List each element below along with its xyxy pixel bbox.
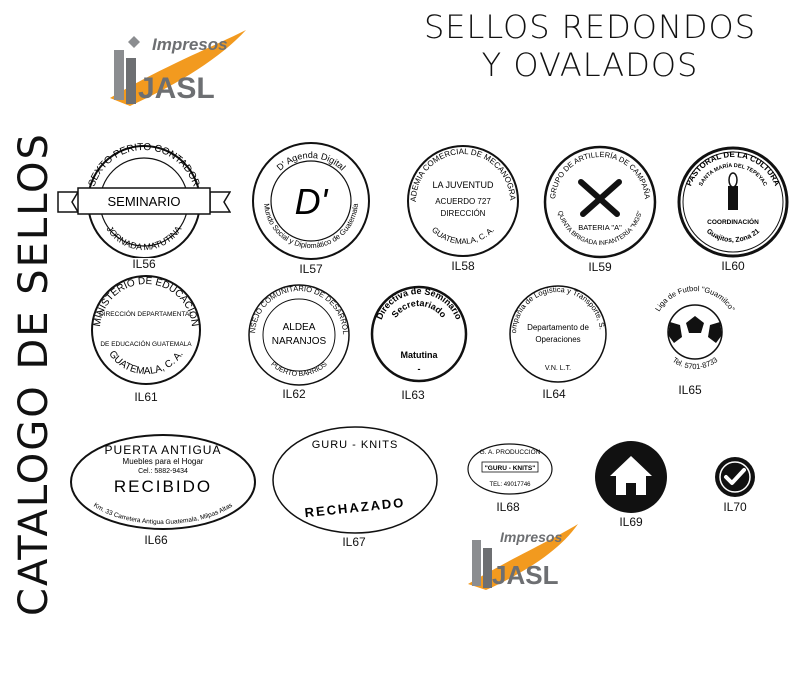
stamp-code-label: IL58 <box>451 259 475 273</box>
stamp-il62: CONSEJO COMUNITARIO DE DESARROLLO ALDEA … <box>246 284 350 386</box>
svg-text:G. A. PRODUCCIÓN: G. A. PRODUCCIÓN <box>480 447 541 456</box>
svg-text:Guajitos, Zona 21: Guajitos, Zona 21 <box>705 228 761 244</box>
svg-text:Departamento de: Departamento de <box>527 323 589 332</box>
svg-text:JASL: JASL <box>138 72 215 105</box>
svg-text:-: - <box>418 364 421 374</box>
stamp-code-label: IL57 <box>299 262 323 276</box>
svg-text:JORNADA MATUTINA: JORNADA MATUTINA <box>105 224 184 252</box>
stamp-il56: SEXTO PERITO CONTADOR SEMINARIO JORNADA … <box>57 142 231 258</box>
svg-text:Operaciones: Operaciones <box>535 335 580 344</box>
stamp-il67: GURU - KNITS RECHAZADO <box>272 426 438 534</box>
svg-text:ACADEMIA COMERCIAL DE MECANOGR: ACADEMIA COMERCIAL DE MECANOGRAFÍA <box>404 144 517 202</box>
svg-text:ACUERDO 727: ACUERDO 727 <box>435 197 491 206</box>
svg-text:SEMINARIO: SEMINARIO <box>108 194 181 209</box>
stamp-code-label: IL60 <box>721 259 745 273</box>
brand-logo-bottom: Impresos JASL <box>468 524 578 590</box>
stamp-code-label: IL64 <box>542 387 566 401</box>
stamp-il68: G. A. PRODUCCIÓN "GURU - KNITS" TEL: 490… <box>467 443 553 495</box>
stamp-il70 <box>715 457 755 497</box>
stamp-il69 <box>595 441 667 513</box>
svg-text:DE EDUCACIÓN GUATEMALA: DE EDUCACIÓN GUATEMALA <box>100 339 192 348</box>
svg-text:PUERTA ANTIGUA: PUERTA ANTIGUA <box>105 443 222 457</box>
stamp-il65: Liga de Futbol "Guamilco" Tel. 5701-8733 <box>653 284 737 371</box>
svg-text:Impresos: Impresos <box>152 35 228 54</box>
stamp-il58: ACADEMIA COMERCIAL DE MECANOGRAFÍA LA JU… <box>404 144 519 257</box>
svg-text:"GURU - KNITS": "GURU - KNITS" <box>485 465 536 472</box>
stamp-code-label: IL61 <box>134 390 158 404</box>
svg-text:MINISTERIO DE EDUCACIÓN: MINISTERIO DE EDUCACIÓN <box>92 276 201 327</box>
svg-text:ALDEA: ALDEA <box>283 322 316 333</box>
stamp-il59: GRUPO DE ARTILLERÍA DE CAMPAÑA BATERIA "… <box>543 145 657 259</box>
svg-text:GUATEMALA, C. A.: GUATEMALA, C. A. <box>106 349 185 377</box>
svg-text:Impresos: Impresos <box>500 529 562 545</box>
svg-text:LA JUVENTUD: LA JUVENTUD <box>432 180 494 190</box>
stamp-code-label: IL70 <box>723 500 747 514</box>
stamp-code-label: IL62 <box>282 387 306 401</box>
svg-text:V.N. L.T.: V.N. L.T. <box>545 365 571 372</box>
svg-text:NARANJOS: NARANJOS <box>272 336 327 347</box>
svg-text:Matutina: Matutina <box>401 350 439 360</box>
stamp-il64: Compañía de Logística y Transporte, S. A… <box>508 284 607 383</box>
svg-text:RECHAZADO: RECHAZADO <box>304 495 406 520</box>
stamp-code-label: IL68 <box>496 500 520 514</box>
stamp-il66: PUERTA ANTIGUA Muebles para el Hogar Cel… <box>70 434 256 530</box>
stamp-code-label: IL65 <box>678 383 702 397</box>
stamp-il63: Directiva de Seminario Secretariado Matu… <box>370 285 468 383</box>
stamp-il61: MINISTERIO DE EDUCACIÓN DIRECCIÓN DEPART… <box>91 275 201 385</box>
svg-text:GRUPO DE ARTILLERÍA DE CAMPAÑA: GRUPO DE ARTILLERÍA DE CAMPAÑA <box>548 150 652 199</box>
svg-text:Cel.: 5882-9434: Cel.: 5882-9434 <box>138 468 188 475</box>
svg-text:TEL: 49017746: TEL: 49017746 <box>489 482 531 488</box>
svg-text:SEXTO PERITO CONTADOR: SEXTO PERITO CONTADOR <box>87 142 202 188</box>
stamp-code-label: IL69 <box>619 515 643 529</box>
brand-logo: Impresos JASL <box>110 30 246 106</box>
svg-text:RECIBIDO: RECIBIDO <box>114 477 212 496</box>
svg-text:PUERTO BARRIOS: PUERTO BARRIOS <box>269 361 329 378</box>
stamp-code-label: IL67 <box>342 535 366 549</box>
svg-text:COORDINACIÓN: COORDINACIÓN <box>707 217 759 226</box>
svg-text:JASL: JASL <box>492 560 559 590</box>
stamp-il57: D' Agenda Digital Mundo Social y Diplomá… <box>252 142 370 260</box>
svg-text:D': D' <box>295 181 329 222</box>
home-icon <box>610 456 652 495</box>
svg-text:BATERIA "A": BATERIA "A" <box>578 223 622 232</box>
svg-text:GURU - KNITS: GURU - KNITS <box>312 439 399 451</box>
svg-text:Muebles para el Hogar: Muebles para el Hogar <box>123 457 204 466</box>
stamp-code-label: IL59 <box>588 260 612 274</box>
svg-text:DIRECCIÓN: DIRECCIÓN <box>441 209 486 218</box>
catalog-side-title: CATALOGO DE SELLOS <box>11 132 57 616</box>
svg-text:GUATEMALA, C. A.: GUATEMALA, C. A. <box>430 225 496 246</box>
stamp-code-label: IL66 <box>144 533 168 547</box>
page-title: SELLOS REDONDOS Y OVALADOS <box>423 8 757 84</box>
svg-text:DIRECCIÓN DEPARTAMENTAL: DIRECCIÓN DEPARTAMENTAL <box>99 309 193 318</box>
stamp-code-label: IL63 <box>401 388 425 402</box>
stamp-code-label: IL56 <box>132 257 156 271</box>
check-icon <box>724 468 746 485</box>
stamp-il60: PASTORAL DE LA CULTURA SANTA MARÍA DEL T… <box>677 146 789 258</box>
